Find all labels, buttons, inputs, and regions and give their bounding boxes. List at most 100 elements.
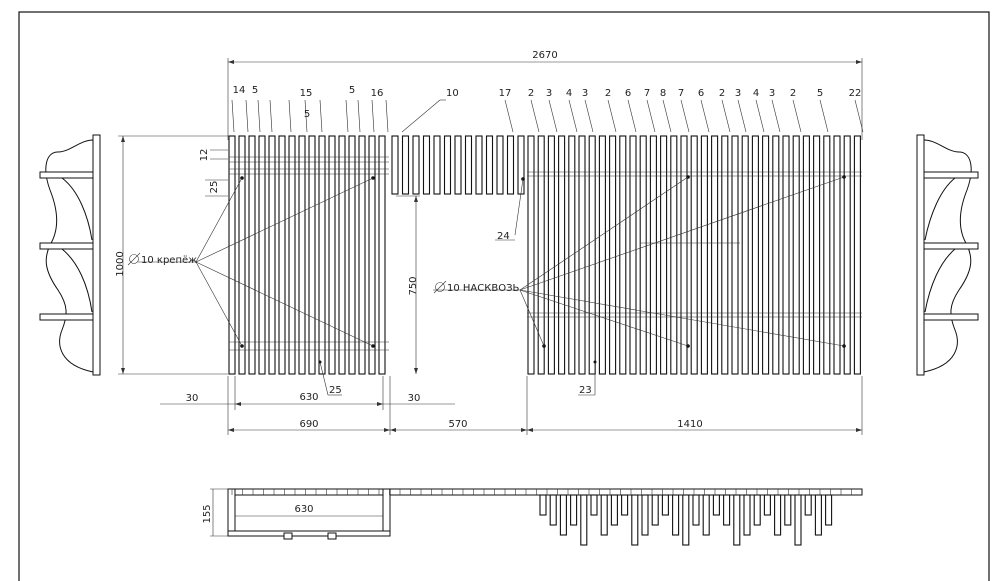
- slat: [318, 135, 326, 375]
- callout-number: 2: [790, 88, 796, 99]
- note-hole-through: 10 НАСКВОЗЬ: [447, 283, 519, 294]
- dim-height: 1000: [115, 251, 126, 276]
- plan-slat: [549, 494, 557, 526]
- callout-number: 3: [769, 88, 775, 99]
- plan-slat: [672, 494, 680, 536]
- callout-number: 15: [300, 88, 313, 99]
- plan-view: [210, 488, 863, 546]
- dim-height-mid: 750: [408, 276, 419, 295]
- slat: [721, 135, 729, 375]
- callout-leader: [401, 99, 441, 133]
- callout-leader: [357, 99, 361, 133]
- callout-number: 5: [252, 85, 258, 96]
- slat: [278, 135, 286, 375]
- callout-leader: [257, 99, 261, 133]
- slat: [358, 135, 366, 375]
- slat: [391, 135, 399, 195]
- callout-number: 5: [349, 85, 355, 96]
- callout-leader: [584, 99, 594, 133]
- diameter-slash-icon: [127, 252, 141, 266]
- rails-left: [229, 156, 389, 351]
- rails-right: [527, 171, 862, 318]
- plan-slat: [774, 494, 782, 536]
- dim-25: 25: [209, 181, 220, 194]
- drawing-frame: [18, 11, 990, 581]
- dim-plan-depth: 155: [202, 504, 213, 523]
- plan-slat: [590, 494, 598, 516]
- slat: [609, 135, 617, 375]
- mount-holes: [240, 175, 846, 364]
- slat: [547, 135, 555, 375]
- callout-leader: [530, 99, 540, 133]
- dimension-texts: 2670 1000 750 30 630 30 690 570 1410 12 …: [115, 50, 703, 524]
- callout-leader: [755, 99, 765, 133]
- callout-number: 7: [678, 88, 684, 99]
- callout-number: 16: [371, 88, 384, 99]
- diameter-symbol-icon: [435, 282, 445, 292]
- dim-right-section: 1410: [677, 419, 702, 430]
- dim-gap-mid: 30: [408, 393, 421, 404]
- slat: [328, 135, 336, 375]
- slat: [228, 135, 236, 375]
- diameter-slash-icon: [433, 280, 447, 294]
- plan-slat: [661, 494, 669, 516]
- slat: [506, 135, 515, 195]
- slat: [649, 135, 657, 375]
- slat: [558, 135, 566, 375]
- callout-10: 10: [446, 88, 459, 99]
- slat: [833, 135, 841, 375]
- slat: [258, 135, 266, 375]
- callout-leader: [385, 99, 389, 133]
- slat: [711, 135, 719, 375]
- plan-slat: [794, 494, 802, 546]
- callout-number: 2: [605, 88, 611, 99]
- callout-leader: [627, 99, 637, 133]
- slat: [338, 135, 346, 375]
- callout-leader: [548, 99, 558, 133]
- hole-notes: 10 крепёж 10 НАСКВОЗЬ: [127, 252, 519, 294]
- plan-slat: [570, 494, 578, 526]
- plan-slat: [743, 494, 751, 536]
- plan-slat: [723, 494, 731, 526]
- callout-leader: [662, 99, 672, 133]
- slat: [802, 135, 810, 375]
- plan-slat: [814, 494, 822, 536]
- plan-slat: [682, 494, 690, 546]
- callout-leaders: [231, 99, 864, 133]
- dim-plan-inner: 630: [294, 504, 313, 515]
- callout-leader: [721, 99, 731, 133]
- callout-leader: [819, 99, 829, 133]
- callout-number: 5: [817, 88, 823, 99]
- dimension-lines: [118, 58, 863, 435]
- callout-leader: [345, 99, 349, 133]
- slat: [782, 135, 790, 375]
- plan-slat: [600, 494, 608, 536]
- slat: [443, 135, 452, 195]
- diameter-symbol-icon: [129, 254, 139, 264]
- callout-leader: [854, 99, 864, 133]
- slat: [751, 135, 759, 375]
- plan-slat: [784, 494, 792, 526]
- callout-leader: [568, 99, 578, 133]
- callout-leader: [288, 99, 292, 133]
- callout-leader: [607, 99, 617, 133]
- dim-12: 12: [199, 149, 210, 162]
- callout-leader: [646, 99, 656, 133]
- slat: [823, 135, 831, 375]
- slat: [700, 135, 708, 375]
- slat: [598, 135, 606, 375]
- callout-number: 3: [735, 88, 741, 99]
- callout-number: 4: [753, 88, 759, 99]
- side-view-left: [39, 134, 101, 376]
- slat: [680, 135, 688, 375]
- callout-24: 24: [497, 231, 510, 242]
- plan-slat: [825, 494, 833, 526]
- callout-leader: [319, 99, 323, 133]
- plan-slat: [610, 494, 618, 526]
- callout-leader: [737, 99, 747, 133]
- slat: [772, 135, 780, 375]
- plan-slat: [631, 494, 639, 546]
- slat: [792, 135, 800, 375]
- slat: [485, 135, 494, 195]
